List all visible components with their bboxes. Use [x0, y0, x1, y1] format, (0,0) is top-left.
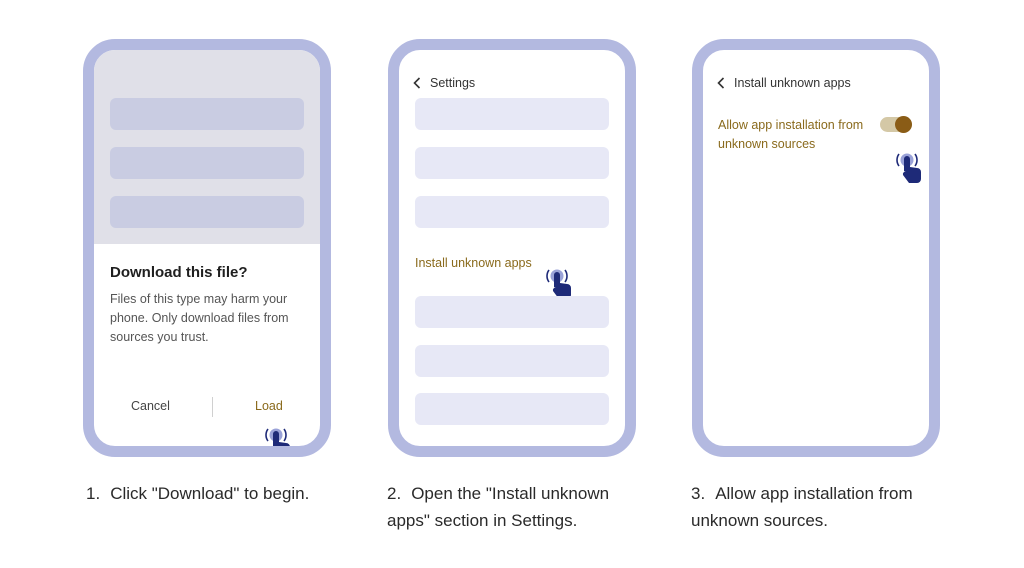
- header-title: Install unknown apps: [734, 76, 851, 90]
- step-2-caption: 2.Open the "Install unknown apps" sectio…: [387, 480, 647, 534]
- dialog-body: Files of this type may harm your phone. …: [110, 292, 289, 344]
- settings-row[interactable]: [415, 98, 609, 130]
- settings-row[interactable]: [415, 196, 609, 228]
- phone-frame-step-3: Install unknown apps Allow app installat…: [692, 39, 940, 457]
- dialog-title: Download this file?: [110, 264, 248, 281]
- settings-row[interactable]: [415, 296, 609, 328]
- dimmed-background: [94, 50, 320, 244]
- settings-header: Settings: [413, 76, 475, 90]
- chevron-left-icon[interactable]: [717, 77, 725, 89]
- load-button[interactable]: Load: [255, 399, 283, 413]
- step-number: 1.: [86, 484, 101, 503]
- step-text: Open the "Install unknown apps" section …: [387, 484, 610, 530]
- placeholder-row: [110, 147, 304, 179]
- chevron-left-icon[interactable]: [413, 77, 421, 89]
- allow-installation-label: Allow app installation from unknown sour…: [718, 118, 864, 151]
- tap-hand-icon: [896, 153, 921, 183]
- install-unknown-apps-item[interactable]: Install unknown apps: [415, 256, 532, 270]
- phone-frame-step-2: Settings Install unknown apps: [388, 39, 636, 457]
- header-title: Settings: [430, 76, 476, 90]
- settings-row[interactable]: [415, 393, 609, 425]
- cancel-button[interactable]: Cancel: [131, 399, 170, 413]
- step-number: 3.: [691, 484, 706, 503]
- settings-row[interactable]: [415, 147, 609, 179]
- placeholder-row: [110, 196, 304, 228]
- step-3-caption: 3.Allow app installation from unknown so…: [691, 480, 951, 534]
- tap-hand-icon: [546, 269, 571, 299]
- allow-installation-toggle[interactable]: [880, 116, 912, 133]
- phone-frame-step-1: Download this file? Files of this type m…: [83, 39, 331, 457]
- step-text: Click "Download" to begin.: [110, 484, 310, 503]
- placeholder-row: [110, 98, 304, 130]
- step-number: 2.: [387, 484, 402, 503]
- settings-row[interactable]: [415, 345, 609, 377]
- button-divider: [212, 397, 213, 417]
- install-unknown-apps-header: Install unknown apps: [717, 76, 851, 90]
- toggle-knob: [895, 116, 912, 133]
- step-1-caption: 1. Click "Download" to begin.: [86, 480, 346, 507]
- tap-hand-icon: [265, 428, 290, 446]
- step-text: Allow app installation from unknown sour…: [691, 484, 913, 530]
